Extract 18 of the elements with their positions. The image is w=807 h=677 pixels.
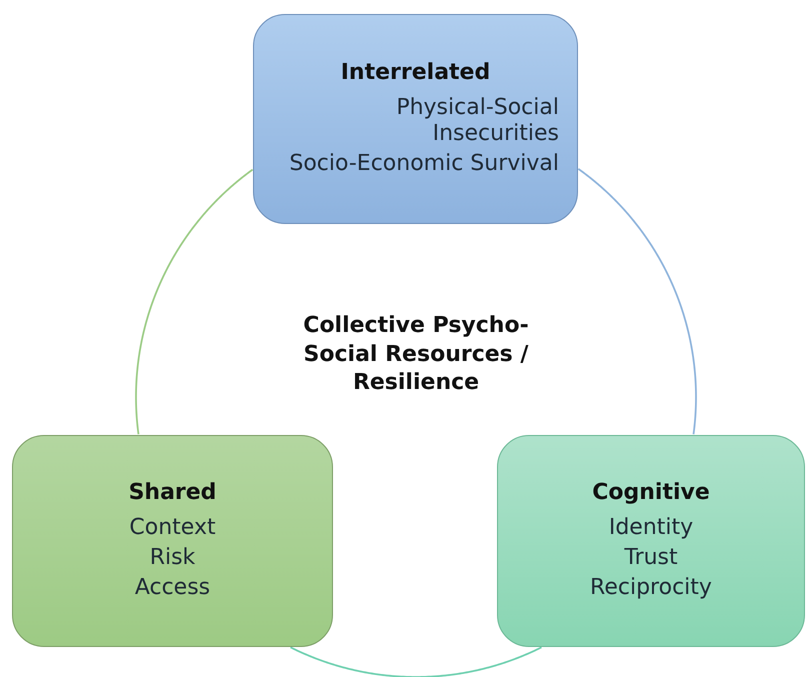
box-item: Context: [128, 514, 217, 541]
rounded-box: [12, 435, 333, 647]
box-item: Access: [134, 575, 212, 602]
rounded-box: [497, 435, 805, 647]
box-item: Socio-Economic Survival: [288, 151, 559, 178]
box-item: Risk: [148, 545, 196, 572]
box-heading: Interrelated: [340, 60, 492, 87]
box-heading: Cognitive: [591, 480, 711, 507]
box-item: Physical-Social Insecurities: [395, 94, 559, 148]
connector-arc: [135, 168, 254, 434]
connector-arc: [578, 168, 697, 434]
box-item: Trust: [623, 545, 679, 572]
box-item: Reciprocity: [589, 575, 713, 602]
box-item: Identity: [608, 514, 694, 541]
box-heading: Shared: [128, 480, 218, 507]
rounded-box: [253, 14, 578, 224]
center-label: Collective Psycho-Social Resources / Resilience: [302, 312, 530, 398]
connector-arc: [290, 646, 542, 677]
